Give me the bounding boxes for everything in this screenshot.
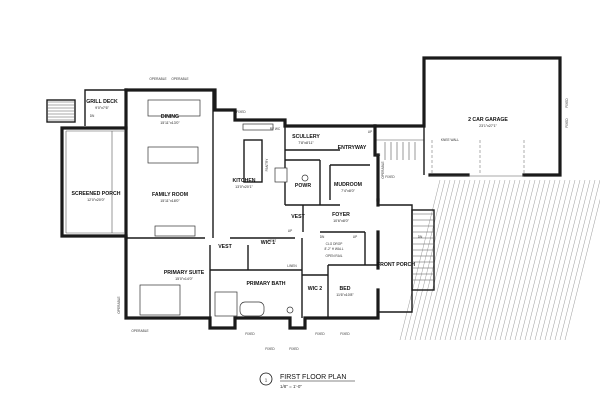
sofa — [147, 146, 199, 164]
note-operable-top-1: OPERABLE — [149, 77, 166, 81]
fireplace — [154, 225, 196, 237]
bathtub — [239, 301, 265, 317]
kitchen-dim: 13'0"x20'1" — [235, 185, 253, 189]
note-open-rail: OPEN RAIL — [325, 254, 342, 258]
mudroom-name: MUDROOM — [334, 182, 362, 188]
grill-deck-dim: 9'0"x7'6" — [95, 106, 109, 110]
note-operable-right: OPERABLE — [381, 161, 385, 178]
note-pantry: PANTRY — [265, 158, 269, 172]
note-operable-top-2: OPERABLE — [171, 77, 188, 81]
scullery-dim: 7'8"x8'11" — [298, 141, 314, 145]
primary-suite-name: PRIMARY SUITE — [164, 270, 205, 276]
bed-name: BED — [340, 286, 351, 292]
scullery-name: SCULLERY — [292, 134, 320, 140]
note-up-3: UP — [288, 229, 292, 233]
note-fixed-7: FIXED — [385, 175, 395, 179]
main-walls — [124, 88, 380, 330]
dining-dim: 15'11"x13'0" — [160, 121, 180, 125]
note-fixed-right-1: FIXED — [565, 98, 569, 108]
shower — [214, 291, 238, 317]
front-porch-name: FRONT PORCH — [377, 262, 415, 268]
toilet-powder — [301, 174, 309, 182]
note-fixed-right-2: FIXED — [565, 118, 569, 128]
note-rf-wc: RF WC — [270, 127, 281, 131]
note-up-1: UP — [368, 130, 372, 134]
garage-dim: 23'1"x27'1" — [479, 124, 497, 128]
note-fixed-3: FIXED — [265, 347, 275, 351]
grill-deck-name: GRILL DECK — [86, 99, 118, 105]
counter — [242, 123, 274, 131]
dining-table — [147, 99, 201, 117]
fixtures — [139, 99, 309, 317]
foyer-dim: 10'6"x8'0" — [333, 219, 349, 223]
note-operable-left: OPERABLE — [117, 296, 121, 313]
bed-dim: 11'6"x10'8" — [336, 293, 354, 297]
note-wall-8ft: 8'-2" H WALL — [325, 247, 344, 251]
grill-deck — [46, 89, 126, 126]
note-dn-1: DN — [90, 114, 95, 118]
screened-porch-name: SCREENED PORCH — [71, 191, 120, 197]
primary-suite-dim: 15'0"x14'0" — [175, 277, 193, 281]
note-ceiling-drop: CLG DROP — [326, 242, 343, 246]
wic2-name: WIC 2 — [308, 286, 323, 292]
mudroom-dim: 7'4"x8'0" — [341, 189, 355, 193]
plan-notes: OPERABLE OPERABLE OPERABLE OPERABLE OPER… — [90, 77, 569, 351]
primary-bath-name: PRIMARY BATH — [246, 281, 285, 287]
note-knee-wall: KNEE WALL — [441, 138, 459, 142]
screened-porch-walls — [60, 126, 128, 238]
toilet-bath — [286, 306, 294, 314]
title-block: 1 FIRST FLOOR PLAN 1/8" = 1'-0" — [259, 372, 355, 389]
driveway-hatch — [399, 179, 600, 341]
garage-walls — [373, 56, 562, 177]
foyer-name: FOYER — [332, 212, 350, 218]
wic1-name: WIC 1 — [261, 240, 276, 246]
note-fixed-4: FIXED — [289, 347, 299, 351]
note-dn-3: DN — [418, 235, 423, 239]
note-vest-small: VEST — [268, 239, 276, 243]
fridge — [274, 167, 288, 183]
note-up-2: UP — [353, 235, 357, 239]
note-operable-bottom: OPERABLE — [131, 329, 148, 333]
drawing-number: 1 — [265, 378, 268, 383]
screened-porch-dim: 12'0"x20'0" — [87, 198, 105, 202]
powr-name: POWR — [295, 183, 311, 189]
garage-name: 2 CAR GARAGE — [468, 117, 508, 123]
entryway-name: ENTRYWAY — [338, 145, 367, 151]
note-linen: LINEN — [287, 264, 297, 268]
note-fixed-1: FIXED — [236, 110, 246, 114]
family-room-dim: 15'11"x18'0" — [160, 199, 180, 203]
note-fixed-6: FIXED — [340, 332, 350, 336]
dining-name: DINING — [161, 114, 179, 120]
drawing-number-circle — [259, 372, 273, 386]
room-labels: GRILL DECK 9'0"x7'6" DINING 15'11"x13'0"… — [71, 99, 508, 297]
note-fixed-2: FIXED — [245, 332, 255, 336]
note-dn-2: DN — [376, 153, 381, 157]
front-porch — [378, 204, 435, 313]
drawing-scale: 1/8" = 1'-0" — [280, 384, 302, 389]
vest-left-name: VEST — [218, 244, 232, 250]
note-fixed-5: FIXED — [315, 332, 325, 336]
family-room-name: FAMILY ROOM — [152, 192, 188, 198]
garage-stair — [384, 142, 416, 160]
vest-center-name: VEST — [291, 214, 305, 220]
note-dn-4: DN — [320, 235, 325, 239]
kitchen-name: KITCHEN — [232, 178, 255, 184]
bed-primary — [139, 284, 181, 316]
drawing-title: FIRST FLOOR PLAN — [280, 374, 346, 381]
